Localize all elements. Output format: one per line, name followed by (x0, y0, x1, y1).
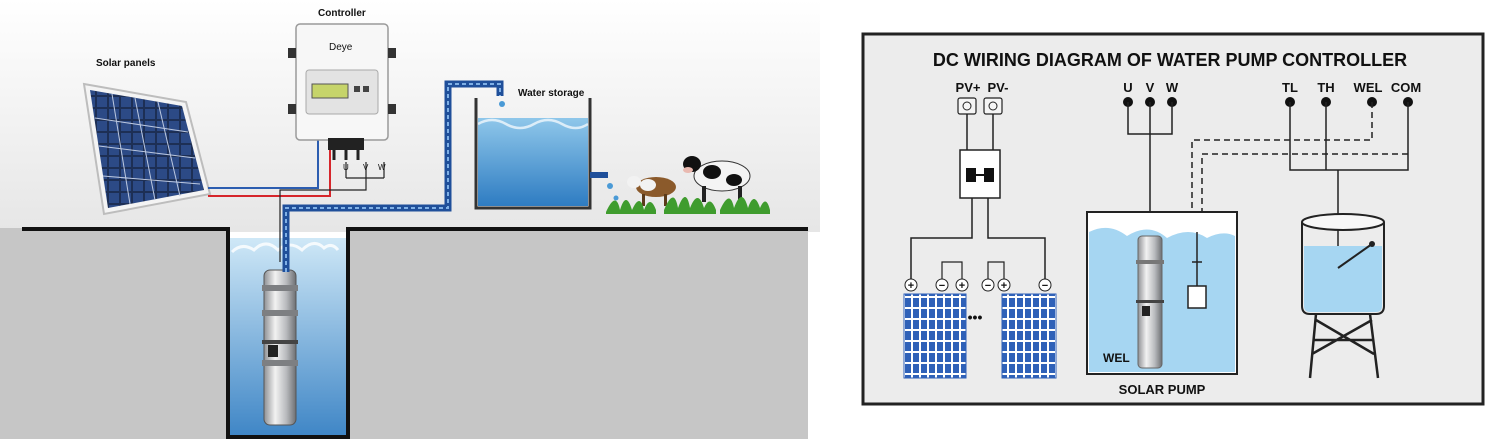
pv-connectors (957, 97, 1003, 115)
controller-label: Controller (318, 8, 366, 19)
well-water-splash (230, 242, 340, 254)
solar-pump-label: SOLAR PUMP (1119, 382, 1206, 397)
pv-wiring (910, 198, 1046, 280)
pv1-plus-symbol: + (908, 280, 914, 292)
terminal-v-label: V (363, 163, 369, 172)
cow-large (683, 156, 751, 202)
water-storage-label: Water storage (518, 88, 585, 99)
pv-ellipsis: ••• (968, 309, 983, 325)
motor-u-label: U (1123, 80, 1132, 95)
pv3-plus-symbol: + (1001, 280, 1007, 292)
well-walls (226, 228, 350, 439)
motor-w-label: W (1166, 80, 1179, 95)
cow-small (627, 176, 676, 206)
well-level-sensor (1187, 232, 1207, 309)
wire-blue (208, 140, 319, 189)
pv-plus-label: PV+ (956, 80, 981, 95)
terminal-u-label: U (343, 163, 349, 172)
pv3-minus-symbol: − (985, 280, 991, 292)
pv2-plus-symbol: + (959, 280, 965, 292)
well-sensor-wiring-dashed (1191, 102, 1408, 232)
controller-brand: Deye (329, 42, 353, 53)
diagram-title: DC WIRING DIAGRAM OF WATER PUMP CONTROLL… (933, 50, 1407, 70)
left-scene: Solar panels Controller Deye U V W (0, 0, 820, 439)
water-pipe-highlight (285, 83, 501, 272)
uvw-wiring (279, 162, 385, 262)
dc-breaker (959, 114, 1001, 199)
wire-red (208, 140, 331, 197)
well-label: WEL (1103, 351, 1130, 365)
signal-tl-label: TL (1282, 80, 1298, 95)
pv-polarity-symbols (904, 278, 1052, 292)
signal-th-label: TH (1317, 80, 1334, 95)
controller-unit (288, 23, 396, 160)
diagram-pump (1136, 235, 1164, 369)
water-drops (499, 101, 619, 201)
solar-panel (82, 82, 212, 216)
ground (0, 228, 808, 439)
pv-array (903, 261, 1057, 379)
water-storage-tank (474, 98, 608, 210)
grass-tufts (606, 197, 770, 214)
pv4-minus-symbol: − (1042, 280, 1048, 292)
submersible-pump (262, 269, 298, 426)
pv-minus-label: PV- (988, 80, 1009, 95)
terminal-w-label: W (378, 163, 386, 172)
signal-com-label: COM (1391, 80, 1421, 95)
water-tower (1301, 213, 1385, 379)
motor-v-label: V (1146, 80, 1155, 95)
signal-wel-label: WEL (1354, 80, 1383, 95)
solar-panels-label: Solar panels (96, 58, 156, 69)
pv1-minus-symbol: − (939, 280, 945, 292)
wiring-diagram: DC WIRING DIAGRAM OF WATER PUMP CONTROLL… (861, 32, 1485, 406)
